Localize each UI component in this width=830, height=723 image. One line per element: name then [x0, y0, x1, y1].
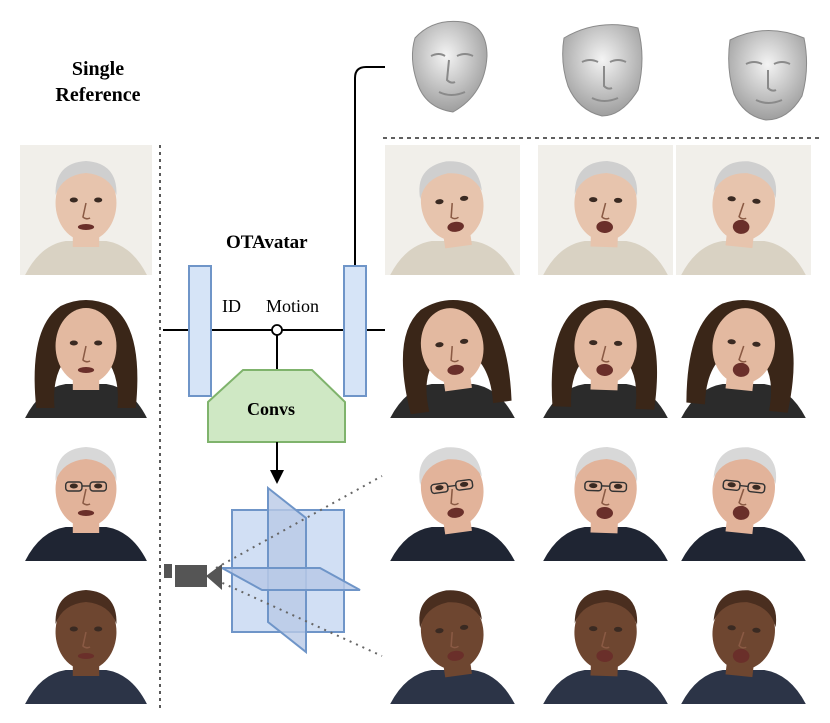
output-face-2-3 [676, 288, 811, 418]
id-label: ID [222, 296, 241, 316]
fusion-node [271, 324, 283, 336]
method-title: OTAvatar [226, 232, 308, 253]
convs-label: Convs [247, 399, 296, 419]
mesh-2 [558, 18, 648, 118]
output-face-3-2 [538, 431, 673, 561]
column-title-line2: Reference [55, 84, 141, 106]
camera-icon [164, 564, 222, 590]
output-face-1-2 [538, 145, 673, 275]
triplane [221, 485, 361, 655]
convs-block [207, 369, 346, 443]
output-face-2-2 [538, 288, 673, 418]
reference-face-3 [20, 431, 152, 561]
output-face-4-2 [538, 574, 673, 704]
output-face-3-3 [676, 431, 811, 561]
mesh-1 [403, 16, 493, 116]
output-face-1-1 [385, 145, 520, 275]
identity-encoder-block [188, 265, 212, 397]
output-face-3-1 [385, 431, 520, 561]
motion-connector [354, 66, 385, 266]
reference-face-1 [20, 145, 152, 275]
motion-encoder-block [343, 265, 367, 397]
output-face-1-3 [676, 145, 811, 275]
output-face-4-1 [385, 574, 520, 704]
down-arrow [270, 470, 284, 484]
output-face-4-3 [676, 574, 811, 704]
column-title-line1: Single [71, 58, 125, 80]
motion-label: Motion [266, 296, 320, 316]
column-title: Single Reference [28, 56, 168, 108]
reference-face-4 [20, 574, 152, 704]
reference-face-2 [20, 288, 152, 418]
mesh-3 [722, 24, 812, 124]
output-face-2-1 [385, 288, 520, 418]
